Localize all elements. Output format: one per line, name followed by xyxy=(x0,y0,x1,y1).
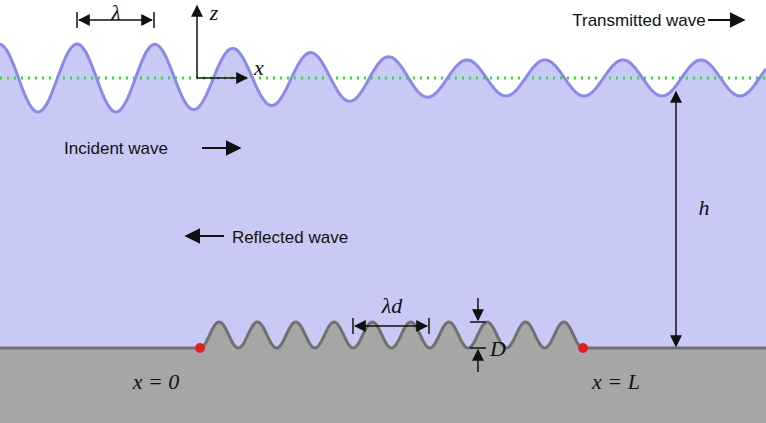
dimension-tick xyxy=(470,347,486,349)
mean-level xyxy=(0,77,766,80)
axis-label: x xyxy=(254,57,264,79)
x-axis xyxy=(197,77,247,79)
amplitude-label: D xyxy=(490,338,506,360)
depth-arrow xyxy=(675,92,677,346)
bed-ripples xyxy=(0,322,766,348)
direction-arrow xyxy=(202,147,240,149)
position-label: x = 0 xyxy=(133,371,180,393)
position-label: x = L xyxy=(592,371,640,393)
free-surface xyxy=(0,44,766,112)
depth-label: h xyxy=(699,197,710,219)
dimension-tick xyxy=(153,12,155,28)
direction-arrow xyxy=(708,19,744,21)
axis-label: z xyxy=(210,2,219,24)
ripple-wavelength-label: λd xyxy=(382,295,403,317)
dimension-arrow xyxy=(477,350,479,372)
dimension-tick xyxy=(76,12,78,28)
direction-arrow xyxy=(186,235,224,237)
wave-label: Transmitted wave xyxy=(572,12,706,29)
wave-label: Incident wave xyxy=(64,140,168,157)
dimension-tick xyxy=(428,318,430,334)
seabed xyxy=(0,322,766,423)
dimension-arrow xyxy=(477,298,479,320)
water-body xyxy=(0,44,766,348)
wavelength-label: λ xyxy=(111,2,121,24)
z-axis xyxy=(196,6,198,78)
end-point xyxy=(578,343,588,353)
dimension-line xyxy=(355,325,427,327)
end-point xyxy=(195,343,205,353)
dimension-tick xyxy=(470,321,486,323)
dimension-tick xyxy=(352,318,354,334)
wave-label: Reflected wave xyxy=(232,229,348,246)
